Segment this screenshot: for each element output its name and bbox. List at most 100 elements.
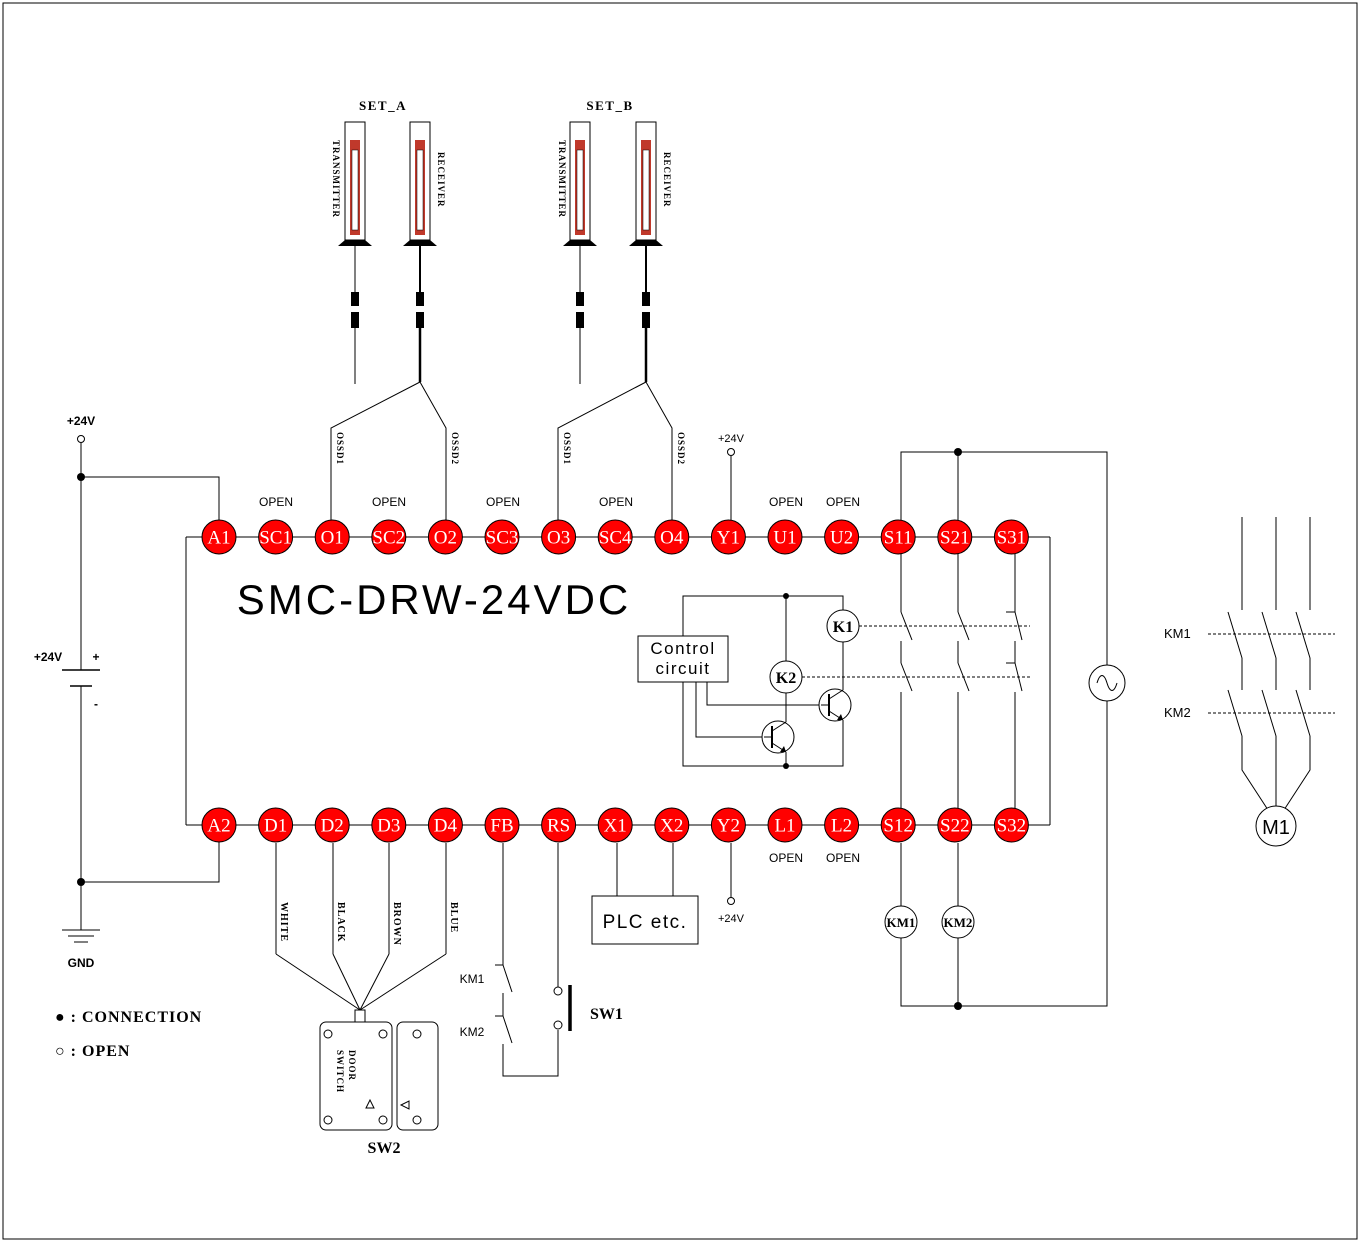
transmitter-b-label: TRANSMITTER [557,140,567,218]
battery-minus-label: - [94,697,98,711]
sw2-label: SW2 [368,1140,401,1157]
svg-text:O3: O3 [547,528,570,549]
terminal-sc4: SC4 [597,519,633,555]
svg-text:M1: M1 [1262,817,1290,839]
model-label: SMC-DRW-24VDC [237,576,631,623]
wire-white-label: WHITE [278,902,289,942]
terminal-a1: A1 [201,519,237,555]
ossd1-b-label: OSSD1 [562,432,572,465]
svg-text:X1: X1 [604,816,627,837]
terminal-o3: O3 [541,519,577,555]
terminal-d2: D2 [314,807,350,843]
light-curtain-set-a: SET_A TRANSMITTER RECEIVER OSSD1 [330,98,460,520]
open-label-l1: OPEN [769,851,803,865]
svg-text:U2: U2 [830,528,853,549]
receiver-a-icon [403,121,437,382]
open-label-l2: OPEN [826,851,860,865]
svg-text:KM1: KM1 [887,915,916,930]
wire-blue-label: BLUE [448,902,459,933]
ground-icon [62,929,100,943]
transmitter-b-icon [563,121,597,384]
km2-contact-label: KM2 [1164,705,1191,720]
transistor-1-icon [761,720,795,754]
y1-supply-label: +24V [718,433,745,445]
open-label-sc4: OPEN [599,495,633,509]
terminal-l1: L1 [767,807,803,843]
terminal-d4: D4 [427,807,463,843]
terminal-u2: U2 [824,519,860,555]
fb-km1-label: KM1 [460,972,485,986]
door-switch-body [319,1021,393,1131]
svg-text:SC2: SC2 [372,528,405,549]
ossd2-a-label: OSSD2 [450,432,460,465]
svg-text:S21: S21 [940,528,970,549]
connection-dot [77,473,85,481]
terminal-x1: X1 [597,807,633,843]
svg-text:L2: L2 [831,816,852,837]
svg-text:A2: A2 [207,816,230,837]
wire-brown-label: BROWN [391,902,402,946]
svg-text:D2: D2 [321,816,344,837]
gnd-label: GND [68,956,95,970]
svg-text:D3: D3 [377,816,400,837]
open-label-u2: OPEN [826,495,860,509]
svg-text:Y2: Y2 [717,816,740,837]
ossd2-b-label: OSSD2 [676,432,686,465]
svg-text:SC4: SC4 [599,528,632,549]
door-switch-label-line1: DOOR [347,1050,357,1081]
door-switch: WHITE BLACK BROWN BLUE DOOR SWITCH SW2 [275,843,459,1157]
terminal-fb: FB [484,807,520,843]
km1-contact-label: KM1 [1164,626,1191,641]
fb-km2-label: KM2 [460,1025,485,1039]
set-a-label: SET_A [359,98,407,113]
feedback-reset: KM1 KM2 SW1 [460,843,623,1077]
set-b-label: SET_B [586,98,633,113]
transistor-2-icon [818,688,852,722]
svg-text:U1: U1 [773,528,796,549]
svg-text:RS: RS [547,816,570,837]
open-label-sc2: OPEN [372,495,406,509]
battery-voltage-label: +24V [34,650,62,664]
km1-coil: KM1 [884,905,918,939]
svg-text:S11: S11 [884,528,913,549]
terminal-s21: S21 [937,519,973,555]
control-circuit-label-line1: Control [650,639,715,658]
terminal-sc2: SC2 [371,519,407,555]
svg-text:S12: S12 [883,816,913,837]
svg-text:K1: K1 [833,619,853,636]
svg-text:O2: O2 [434,528,457,549]
terminal-s31: S31 [993,519,1029,555]
terminal-sc3: SC3 [484,519,520,555]
wire-black-label: BLACK [335,902,346,943]
svg-text:D1: D1 [264,816,287,837]
svg-text:S31: S31 [997,528,1027,549]
svg-text:K2: K2 [776,670,796,687]
power-supply: +24V +24V + - GND [34,414,220,970]
receiver-a-label: RECEIVER [436,152,446,208]
svg-text:L1: L1 [774,816,795,837]
km2-coil: KM2 [941,905,975,939]
control-circuit-label-line2: circuit [656,659,711,678]
svg-text:Y1: Y1 [717,528,740,549]
connection-dot [77,878,85,886]
receiver-b-label: RECEIVER [662,152,672,208]
svg-text:FB: FB [490,816,513,837]
terminal-s32: S32 [993,807,1029,843]
terminal-rs: RS [541,807,577,843]
ossd1-a-label: OSSD1 [335,432,345,465]
relay-k1: K1 [826,609,860,643]
supply-top-label: +24V [67,414,95,428]
legend: ● : CONNECTION ○ : OPEN [55,1009,201,1060]
plc-block: PLC etc. [591,843,699,945]
terminal-a2: A2 [201,807,237,843]
relay-k2: K2 [769,660,803,694]
terminal-d3: D3 [371,807,407,843]
plc-label: PLC etc. [603,912,688,933]
terminal-x2: X2 [654,807,690,843]
svg-text:S32: S32 [997,816,1027,837]
svg-text:A1: A1 [207,528,230,549]
door-switch-actuator [396,1021,439,1131]
